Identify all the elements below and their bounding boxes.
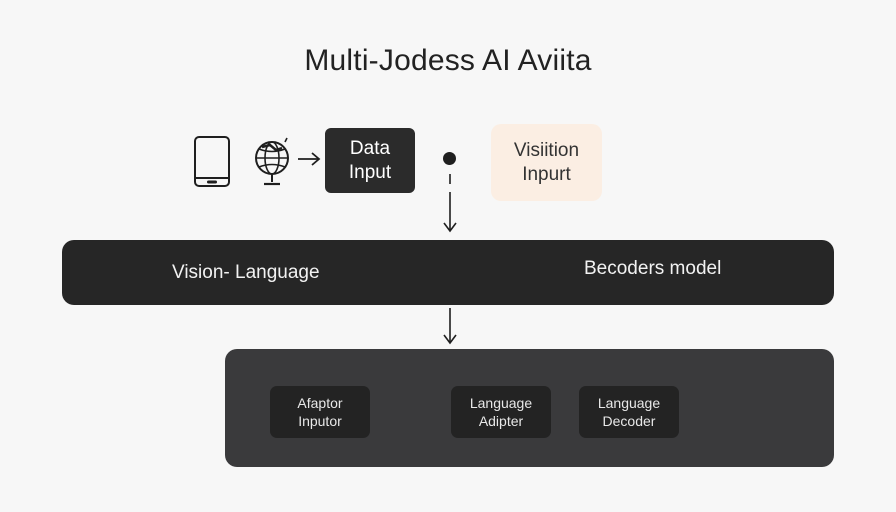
- adapter-decoder-panel: Afaptor Inputor Language Adipter Languag…: [225, 349, 834, 467]
- bar-left-label: Vision- Language: [172, 262, 320, 283]
- data-input-node: Data Input: [325, 128, 415, 193]
- bar-right-label: Becoders model: [584, 258, 722, 279]
- vision-language-bar: Vision- Language Becoders model: [62, 240, 834, 305]
- junction-dot: [443, 152, 456, 165]
- language-adapter-node: Language Adipter: [451, 386, 551, 438]
- diagram-title: Multi-Jodess AI Aviita: [304, 44, 592, 77]
- vision-input-node: Visiition Inpurt: [491, 124, 602, 201]
- arrow-down-icon: [443, 308, 457, 345]
- adaptor-inputor-node: Afaptor Inputor: [270, 386, 370, 438]
- arrow-down-icon: [443, 174, 457, 233]
- globe-icon: [255, 137, 289, 186]
- tablet-icon: [194, 136, 230, 187]
- arrow-right-icon: [298, 152, 321, 166]
- language-decoder-node: Language Decoder: [579, 386, 679, 438]
